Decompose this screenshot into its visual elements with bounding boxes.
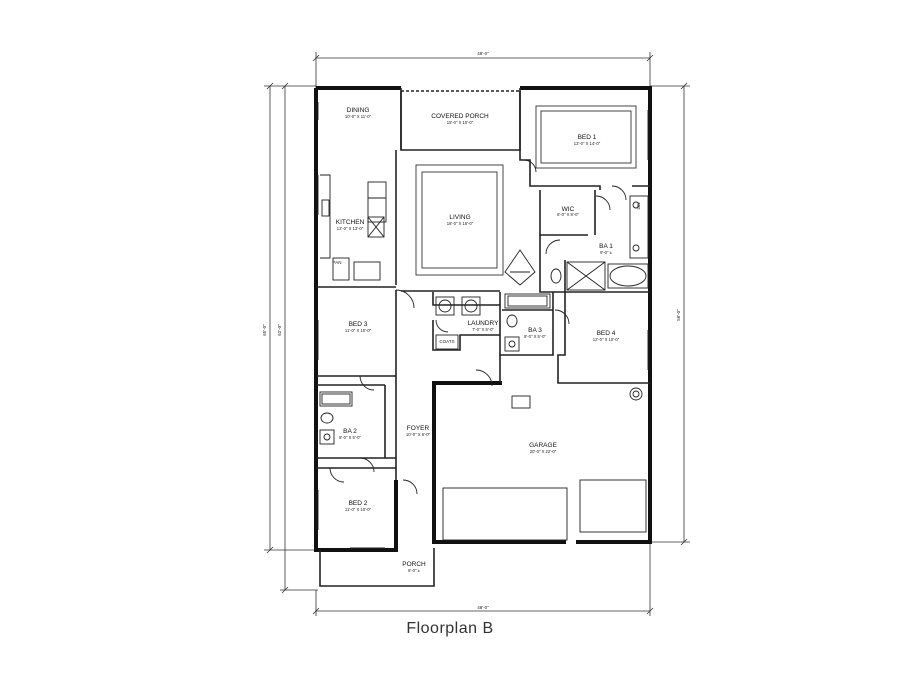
room-name-bed3: BED 3 <box>349 321 368 328</box>
room-size-ba3: 8'-0" X 5'-0" <box>524 334 546 339</box>
room-name-bed4: BED 4 <box>597 330 616 337</box>
label-linen: LIN <box>636 202 641 209</box>
fixtures <box>317 102 649 549</box>
room-size-foyer: 10'-0" X 6'-0" <box>406 432 431 437</box>
label-pantry: PAN <box>333 260 342 265</box>
label-coats: COATS <box>439 339 454 344</box>
room-name-kitchen: KITCHEN <box>336 219 365 226</box>
exterior-walls <box>314 86 652 587</box>
dimension-left-outer: 65'-0" <box>262 324 267 336</box>
room-name-foyer: FOYER <box>407 425 430 432</box>
door-swings <box>329 159 627 495</box>
room-name-porch: PORCH <box>402 561 426 568</box>
room-name-dining: DINING <box>347 107 370 114</box>
room-name-bed2: BED 2 <box>349 500 368 507</box>
room-size-wic: 6'-0" X 8'-0" <box>557 212 579 217</box>
floorplan-title: Floorplan B <box>406 620 494 637</box>
room-size-bed4: 12'-0" X 10'-0" <box>593 337 620 342</box>
room-name-bed1: BED 1 <box>578 134 597 141</box>
ceiling-trays <box>415 105 637 276</box>
room-size-ba1: 9'-0" ± <box>600 250 613 255</box>
dimension-lines <box>264 52 690 616</box>
room-size-living: 18'-0" X 16'-0" <box>447 221 474 226</box>
room-name-ba3: BA 3 <box>528 327 542 334</box>
room-labels: DINING 10'-0" X 11'-0" COVERED PORCH 15'… <box>333 107 641 573</box>
room-size-bed3: 11'-0" X 10'-0" <box>345 328 372 333</box>
room-size-porch: 6'-0" ± <box>408 568 421 573</box>
room-name-wic: WIC <box>562 206 575 213</box>
room-name-living: LIVING <box>449 214 470 221</box>
room-name-ba1: BA 1 <box>599 243 613 250</box>
room-size-laundry: 7'-0" X 5'-0" <box>472 327 494 332</box>
room-size-covered-porch: 15'-0" X 10'-0" <box>447 120 474 125</box>
room-name-ba2: BA 2 <box>343 428 357 435</box>
room-size-kitchen: 12'-0" X 13'-0" <box>337 226 364 231</box>
dimension-right: 56'-0" <box>676 309 681 321</box>
room-name-covered-porch: COVERED PORCH <box>431 113 489 120</box>
room-size-dining: 10'-0" X 11'-0" <box>345 114 372 119</box>
dimension-bottom: 48'-0" <box>477 605 489 610</box>
dimension-top: 48'-0" <box>477 51 489 56</box>
dimension-left-inner: 62'-0" <box>277 324 282 336</box>
room-name-laundry: LAUNDRY <box>468 320 500 327</box>
room-size-bed1: 13'-0" X 14'-0" <box>574 141 601 146</box>
room-size-ba2: 8'-0" X 5'-0" <box>339 435 361 440</box>
room-size-bed2: 11'-0" X 10'-0" <box>345 507 372 512</box>
room-name-garage: GARAGE <box>529 442 557 449</box>
room-size-garage: 20'-0" X 22'-0" <box>530 449 557 454</box>
interior-walls <box>316 88 650 480</box>
